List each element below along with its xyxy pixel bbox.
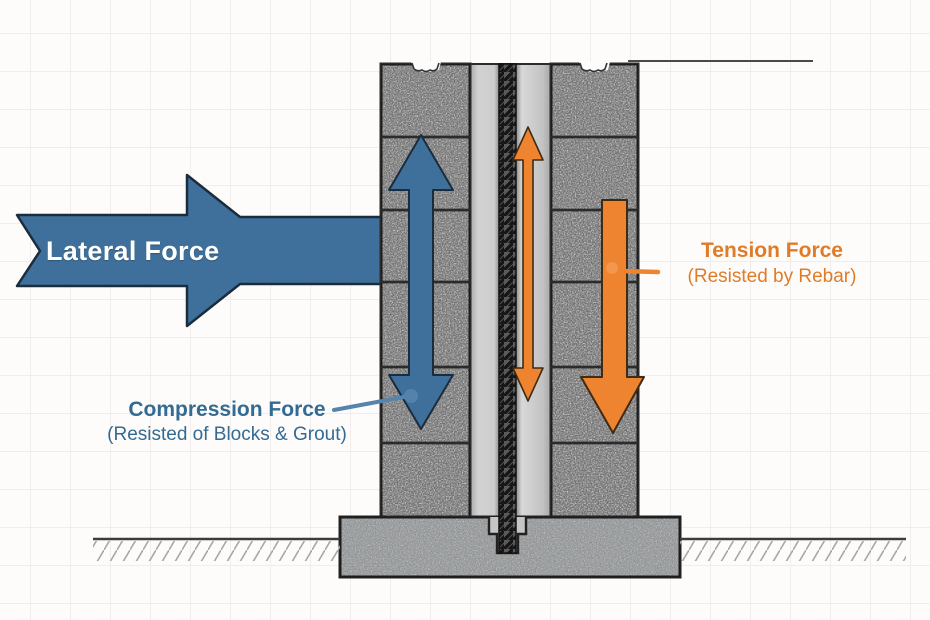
ground-hatch-left: [93, 541, 340, 561]
compression-leader-line: [332, 395, 406, 412]
rebar: [498, 63, 517, 554]
compression-force-arrow: [388, 134, 454, 430]
top-notch-right: [579, 61, 610, 72]
ground-hatch-right: [680, 541, 906, 561]
compression-force-title: Compression Force: [128, 398, 326, 421]
top-notch-right-edge: [579, 62, 608, 73]
tension-marker-dot: [606, 262, 618, 274]
compression-force-subtitle: (Resisted of Blocks & Grout): [107, 424, 347, 445]
compression-marker-dot: [404, 389, 418, 403]
tension-force-arrow: [580, 199, 645, 434]
top-notch-left-edge: [411, 62, 440, 73]
tension-force-subtitle: (Resisted by Rebar): [687, 266, 857, 287]
compression-force-label: Compression Force (Resisted of Blocks & …: [62, 397, 392, 447]
tension-arrow-rebar: [512, 126, 544, 402]
lateral-force-arrow: [15, 173, 385, 328]
tension-force-label: Tension Force (Resisted by Rebar): [636, 238, 908, 290]
lateral-force-label: Lateral Force: [46, 236, 220, 266]
top-notch-left: [411, 61, 441, 72]
tension-force-title: Tension Force: [701, 239, 843, 262]
tension-leader-line: [618, 268, 661, 275]
